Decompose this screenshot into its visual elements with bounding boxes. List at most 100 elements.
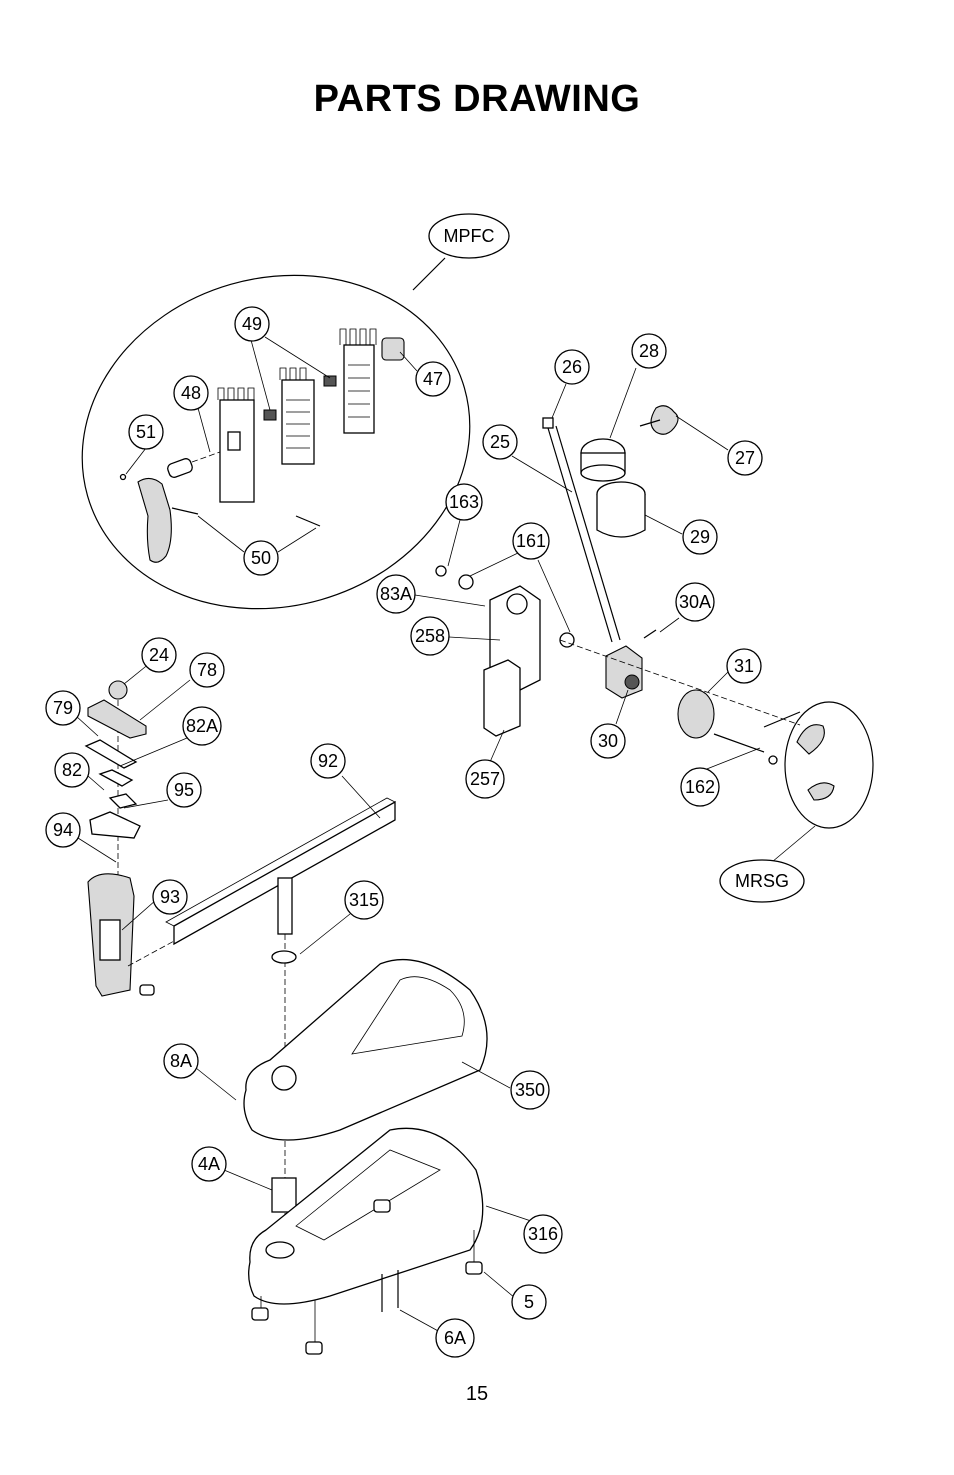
callout-93: 93 (152, 879, 188, 915)
svg-text:4A: 4A (198, 1154, 220, 1174)
callout-163: 163 (445, 483, 483, 521)
mpfc-group-outline (81, 274, 471, 610)
pin-48 (167, 458, 193, 478)
svg-text:6A: 6A (444, 1328, 466, 1348)
callout-79: 79 (45, 690, 81, 726)
base-316 (248, 1127, 484, 1305)
svg-text:161: 161 (516, 531, 546, 551)
callout-316: 316 (523, 1214, 563, 1254)
svg-text:316: 316 (528, 1224, 558, 1244)
callout-26: 26 (554, 349, 590, 385)
svg-text:93: 93 (160, 887, 180, 907)
foot-5a (465, 1261, 483, 1275)
plate-82a (84, 739, 138, 769)
fence-bar-92 (165, 775, 396, 1260)
svg-text:49: 49 (242, 314, 262, 334)
support-257 (483, 659, 521, 737)
ring-162 (768, 755, 778, 765)
callout-49: 49 (234, 306, 270, 342)
callout-50: 50 (243, 540, 279, 576)
callout-92: 92 (310, 743, 346, 779)
callout-5: 5 (511, 1284, 547, 1320)
block-30 (605, 645, 643, 699)
svg-text:162: 162 (685, 777, 715, 797)
callout-51: 51 (128, 414, 164, 450)
callout-4a: 4A (191, 1146, 227, 1182)
page-number: 15 (465, 1383, 489, 1405)
fence-comb-3 (339, 328, 377, 434)
svg-text:92: 92 (318, 751, 338, 771)
miter-guide-parts (414, 367, 874, 863)
callout-31: 31 (726, 648, 762, 684)
svg-text:24: 24 (149, 645, 169, 665)
svg-text:30: 30 (598, 731, 618, 751)
svg-text:29: 29 (690, 527, 710, 547)
page-title: PARTS DRAWING (313, 78, 641, 120)
callout-24: 24 (141, 637, 177, 673)
callout-162: 162 (680, 767, 720, 807)
foot-5d (305, 1341, 323, 1355)
base-assembly (195, 913, 559, 1355)
svg-text:257: 257 (470, 769, 500, 789)
bushing-4a (271, 1177, 297, 1213)
callout-350: 350 (510, 1070, 550, 1110)
spring-49a (263, 409, 277, 421)
callout-258: 258 (410, 616, 450, 656)
svg-text:51: 51 (136, 422, 156, 442)
washer-95 (108, 793, 138, 809)
svg-text:28: 28 (639, 341, 659, 361)
callout-27: 27 (727, 440, 763, 476)
callout-48: 48 (173, 375, 209, 411)
bearing-161a (458, 574, 474, 590)
callout-30a: 30A (675, 582, 715, 622)
callout-25: 25 (482, 424, 518, 460)
svg-text:94: 94 (53, 820, 73, 840)
spacer-82 (98, 769, 134, 787)
callout-315: 315 (344, 880, 384, 920)
callout-83a: 83A (376, 574, 416, 614)
lever-handle (137, 477, 172, 563)
mrsg-group-outline (784, 701, 874, 829)
fence-comb-2 (279, 367, 315, 465)
callouts: MPFC 49 47 48 51 50 26 28 25 27 163 29 1… (45, 213, 805, 1358)
callout-78: 78 (189, 652, 225, 688)
callout-6a: 6A (435, 1318, 475, 1358)
svg-text:48: 48 (181, 383, 201, 403)
rod-cap-26 (542, 417, 554, 429)
knob-47 (381, 337, 405, 361)
callout-30: 30 (590, 723, 626, 759)
clamp-block-94 (89, 811, 141, 839)
callout-257: 257 (465, 759, 505, 799)
svg-text:5: 5 (524, 1292, 534, 1312)
svg-text:27: 27 (735, 448, 755, 468)
post (277, 877, 293, 935)
star-knob-27 (650, 405, 679, 435)
fence-stack (75, 662, 191, 997)
svg-text:26: 26 (562, 357, 582, 377)
callout-mrsg: MRSG (719, 859, 805, 903)
top-cover-350 (243, 958, 488, 1141)
bearing-161b (559, 632, 575, 648)
callout-8a: 8A (163, 1043, 199, 1079)
callout-82: 82 (54, 752, 90, 788)
foot-5b (373, 1199, 391, 1213)
foot-5c (251, 1307, 269, 1321)
svg-text:163: 163 (449, 492, 479, 512)
callout-mpfc: MPFC (428, 213, 510, 259)
svg-text:82A: 82A (186, 716, 218, 736)
svg-text:8A: 8A (170, 1051, 192, 1071)
clamp-plate-79 (87, 699, 147, 739)
svg-text:83A: 83A (380, 584, 412, 604)
callout-161: 161 (512, 522, 550, 560)
screw-51 (119, 473, 127, 481)
svg-text:315: 315 (349, 890, 379, 910)
spring-49b (323, 375, 337, 387)
knob-24 (108, 680, 128, 700)
svg-text:258: 258 (415, 626, 445, 646)
svg-text:47: 47 (423, 369, 443, 389)
fence-comb-1 (217, 387, 255, 503)
wheel-31 (677, 689, 715, 739)
svg-text:95: 95 (174, 780, 194, 800)
callout-47: 47 (415, 361, 451, 397)
